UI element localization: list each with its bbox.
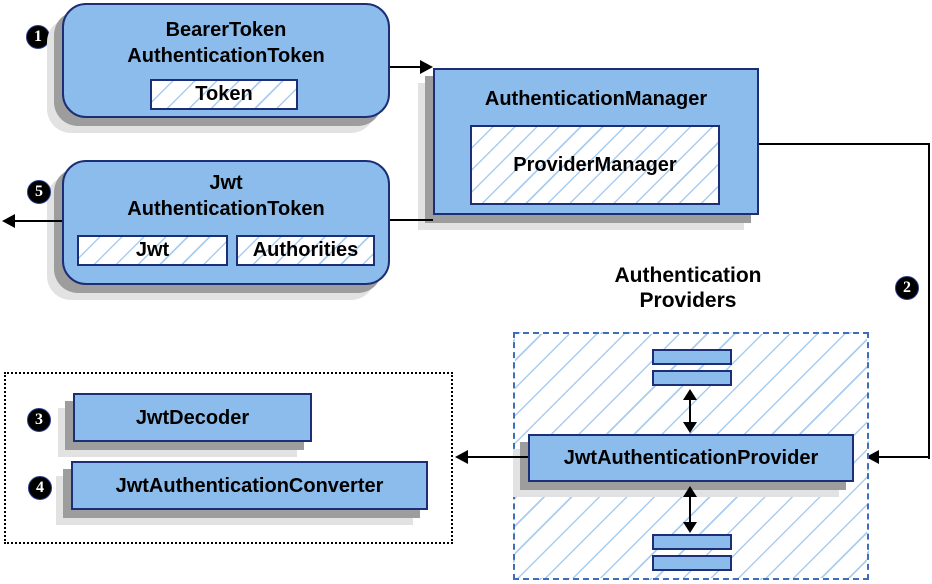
step-1-number: 1 [34, 28, 42, 45]
jwt-token-title: Jwt AuthenticationToken [64, 170, 388, 222]
provider-slot-bar [652, 349, 732, 365]
step-2-line-horizontal-top [759, 143, 930, 145]
bearer-token-title-line1: BearerToken [165, 19, 287, 41]
provider-slot-bar [652, 555, 732, 571]
authorities-field: Authorities [236, 235, 375, 266]
authentication-providers-label: Authentication Providers [588, 263, 788, 313]
auth-manager-to-jwt-token-line [390, 219, 433, 221]
double-arrow-top-up-icon [683, 389, 697, 400]
authentication-providers-label-line1: Authentication [614, 264, 762, 287]
to-auth-manager-arrowhead-icon [420, 60, 433, 74]
double-arrow-bottom-up-icon [683, 486, 697, 497]
to-auth-manager-line [390, 66, 422, 68]
step-2-line-vertical [928, 143, 930, 459]
step-5-number: 5 [35, 183, 43, 200]
double-arrow-bottom-down-icon [683, 522, 697, 533]
step-2-number: 2 [903, 279, 911, 296]
jwt-field-label: Jwt [135, 239, 170, 261]
step-5-badge: 5 [27, 180, 51, 204]
jwt-token-title-line1: Jwt [209, 172, 243, 194]
jwt-authentication-token-box: Jwt AuthenticationToken Jwt Authorities [62, 160, 390, 285]
token-field: Token [150, 79, 298, 110]
step-2-badge: 2 [895, 276, 919, 300]
jwt-decoder-label: JwtDecoder [135, 406, 250, 429]
double-arrow-bottom-line [689, 495, 691, 523]
jwt-field: Jwt [77, 235, 228, 266]
bearer-token-title-line2: AuthenticationToken [127, 45, 325, 67]
authentication-manager-title: AuthenticationManager [484, 88, 708, 110]
provider-slot-bar [652, 534, 732, 550]
provider-manager-box: ProviderManager [470, 125, 720, 205]
provider-slot-bar [652, 370, 732, 386]
to-decoder-group-line [466, 456, 528, 458]
jwt-decoder-box: JwtDecoder [73, 393, 312, 442]
double-arrow-top-down-icon [683, 422, 697, 433]
jwt-authentication-converter-box: JwtAuthenticationConverter [71, 461, 428, 510]
step-3-number: 3 [35, 411, 43, 428]
step-1-badge: 1 [26, 25, 50, 49]
bearer-token-title: BearerToken AuthenticationToken [64, 17, 388, 69]
step-2-line-horizontal-bottom [878, 456, 930, 458]
step-4-number: 4 [36, 479, 44, 496]
double-arrow-top-line [689, 398, 691, 424]
token-field-label: Token [195, 83, 253, 105]
to-decoder-group-arrowhead-icon [455, 450, 468, 464]
outgoing-result-line [13, 220, 62, 222]
step-2-arrowhead-icon [866, 450, 879, 464]
step-3-badge: 3 [27, 408, 51, 432]
authentication-manager-box: AuthenticationManager ProviderManager [433, 68, 759, 215]
authentication-providers-label-line2: Providers [639, 289, 737, 312]
decoder-converter-group-box [4, 372, 453, 544]
jwt-authentication-converter-label: JwtAuthenticationConverter [115, 474, 384, 497]
jwt-token-title-line2: AuthenticationToken [127, 198, 325, 220]
jwt-authentication-provider-box: JwtAuthenticationProvider [528, 434, 854, 482]
authorities-field-label: Authorities [252, 239, 359, 261]
outgoing-result-arrowhead-icon [2, 214, 15, 228]
provider-manager-label: ProviderManager [513, 153, 677, 176]
step-4-badge: 4 [28, 476, 52, 500]
bearer-token-authentication-token-box: BearerToken AuthenticationToken Token [62, 3, 390, 118]
jwt-authentication-provider-label: JwtAuthenticationProvider [563, 447, 819, 469]
